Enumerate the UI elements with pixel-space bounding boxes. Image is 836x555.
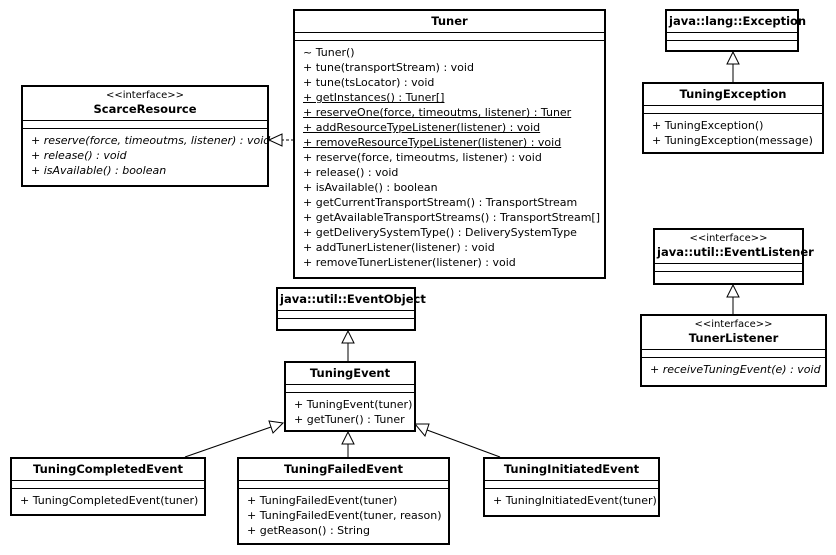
class-eventobject[interactable]: java::util::EventObject xyxy=(276,287,426,331)
attributes-compartment xyxy=(642,350,825,358)
class-name: Tuner xyxy=(431,14,468,28)
class-exception[interactable]: java::lang::Exception xyxy=(665,9,807,52)
operations-compartment: + reserve(force, timeoutms, listener) : … xyxy=(23,129,271,182)
operation: + release() : void xyxy=(31,149,127,162)
operation: + isAvailable() : boolean xyxy=(31,164,167,177)
class-name: java::util::EventListener xyxy=(657,245,814,259)
class-header: TuningInitiatedEvent xyxy=(485,459,658,481)
interface-scarceresource[interactable]: <<interface>> ScarceResource + reserve(f… xyxy=(21,85,271,187)
attributes-compartment xyxy=(667,33,797,41)
operation: + getReason() : String xyxy=(247,524,370,537)
class-tuninginitiatedevent[interactable]: TuningInitiatedEvent + TuningInitiatedEv… xyxy=(483,457,660,517)
operations-compartment: ~ Tuner() + tune(transportStream) : void +… xyxy=(295,41,604,274)
operation: + tune(transportStream) : void xyxy=(303,61,474,74)
generalization-arrowhead xyxy=(726,283,740,298)
generalization-completed-tuningevent xyxy=(184,426,272,458)
operations-compartment: + TuningException() + TuningException(mes… xyxy=(644,114,822,152)
class-name: TuningEvent xyxy=(309,366,391,380)
class-name: TuningInitiatedEvent xyxy=(503,462,640,476)
attributes-compartment xyxy=(278,311,414,319)
operations-compartment: + TuningFailedEvent(tuner) + TuningFailed… xyxy=(239,489,448,542)
generalization-arrowhead xyxy=(341,430,355,445)
attributes-compartment xyxy=(286,385,414,393)
class-name: ScarceResource xyxy=(93,102,197,116)
class-tuningcompletedevent[interactable]: TuningCompletedEvent + TuningCompletedEv… xyxy=(10,457,206,516)
operation: + TuningEvent(tuner) xyxy=(294,398,413,411)
operations-compartment xyxy=(667,41,797,48)
operations-compartment: + TuningCompletedEvent(tuner) xyxy=(12,489,204,512)
generalization-arrowhead xyxy=(413,423,430,438)
attributes-compartment xyxy=(23,121,267,129)
operation: + TuningCompletedEvent(tuner) xyxy=(20,494,199,507)
operation: + isAvailable() : boolean xyxy=(303,181,438,194)
operation: + TuningFailedEvent(tuner) xyxy=(247,494,398,507)
operation: ~ Tuner() xyxy=(303,46,355,59)
stereotype-label: <<interface>> xyxy=(105,90,185,101)
attributes-compartment xyxy=(655,264,802,272)
stereotype-label: <<interface>> xyxy=(689,233,768,244)
operation: + reserve(force, timeoutms, listener) : … xyxy=(31,134,271,147)
interface-tunerlistener[interactable]: <<interface>> TunerListener + receiveTun… xyxy=(640,314,827,387)
class-name: TuningFailedEvent xyxy=(283,462,403,476)
operation: + reserveOne(force, timeoutms, listener)… xyxy=(303,106,572,119)
class-header: <<interface>> ScarceResource xyxy=(23,87,267,121)
class-name: TunerListener xyxy=(688,331,779,345)
class-tuner[interactable]: Tuner ~ Tuner() + tune(transportStream) :… xyxy=(293,9,606,279)
operation: + TuningException(message) xyxy=(652,134,813,147)
class-header: java::util::EventObject xyxy=(278,289,426,311)
class-header: java::lang::Exception xyxy=(667,11,807,33)
attributes-compartment xyxy=(12,481,204,489)
class-header: <<interface>> TunerListener xyxy=(642,316,825,350)
operation: + reserve(force, timeoutms, listener) : … xyxy=(303,151,542,164)
attributes-compartment xyxy=(485,481,658,489)
operations-compartment xyxy=(655,272,802,279)
operations-compartment: + TuningInitiatedEvent(tuner) xyxy=(485,489,658,512)
operation: + release() : void xyxy=(303,166,399,179)
operation: + removeTunerListener(listener) : void xyxy=(303,256,516,269)
operation: + removeResourceTypeListener(listener) :… xyxy=(303,136,562,149)
operation: + addTunerListener(listener) : void xyxy=(303,241,495,254)
class-name: java::util::EventObject xyxy=(280,292,426,306)
attributes-compartment xyxy=(295,33,604,41)
generalization-initiated-tuningevent xyxy=(426,429,501,458)
class-tuningfailedevent[interactable]: TuningFailedEvent + TuningFailedEvent(tu… xyxy=(237,457,450,545)
generalization-arrowhead xyxy=(726,50,740,65)
operation: + receiveTuningEvent(e) : void xyxy=(650,363,821,376)
stereotype-label: <<interface>> xyxy=(694,319,773,330)
generalization-arrowhead xyxy=(268,420,285,434)
operations-compartment xyxy=(278,319,414,326)
class-header: TuningException xyxy=(644,84,822,106)
class-tuningevent[interactable]: TuningEvent + TuningEvent(tuner) + getTun… xyxy=(284,361,416,432)
class-name: java::lang::Exception xyxy=(669,14,807,28)
class-name: TuningException xyxy=(679,87,787,101)
class-tuningexception[interactable]: TuningException + TuningException()+ Tun… xyxy=(642,82,824,154)
realization-arrowhead xyxy=(267,133,283,147)
operation: + getDeliverySystemType() : DeliverySyst… xyxy=(303,226,577,239)
class-header: TuningCompletedEvent xyxy=(12,459,204,481)
operation: + getAvailableTransportStreams() : Trans… xyxy=(303,211,600,224)
operation: + TuningInitiatedEvent(tuner) xyxy=(493,494,657,507)
operation: + getInstances() : Tuner[] xyxy=(303,91,445,104)
attributes-compartment xyxy=(644,106,822,114)
class-name: TuningCompletedEvent xyxy=(33,462,183,476)
class-header: Tuner xyxy=(295,11,604,33)
operations-compartment: + TuningEvent(tuner) + getTuner() : Tuner xyxy=(286,393,414,431)
operations-compartment: + receiveTuningEvent(e) : void xyxy=(642,358,825,381)
generalization-arrowhead xyxy=(341,329,355,344)
class-header: <<interface>> java::util::EventListener xyxy=(655,230,814,264)
class-header: TuningFailedEvent xyxy=(239,459,448,481)
interface-eventlistener[interactable]: <<interface>> java::util::EventListener xyxy=(653,228,814,285)
operation: + getCurrentTransportStream() : Transpor… xyxy=(303,196,578,209)
attributes-compartment xyxy=(239,481,448,489)
operation: + tune(tsLocator) : void xyxy=(303,76,435,89)
class-header: TuningEvent xyxy=(286,363,414,385)
operation: + TuningFailedEvent(tuner, reason) xyxy=(247,509,442,522)
operation: + TuningException() xyxy=(652,119,764,132)
operation: + addResourceTypeListener(listener) : vo… xyxy=(303,121,541,134)
operation: + getTuner() : Tuner xyxy=(294,413,405,426)
